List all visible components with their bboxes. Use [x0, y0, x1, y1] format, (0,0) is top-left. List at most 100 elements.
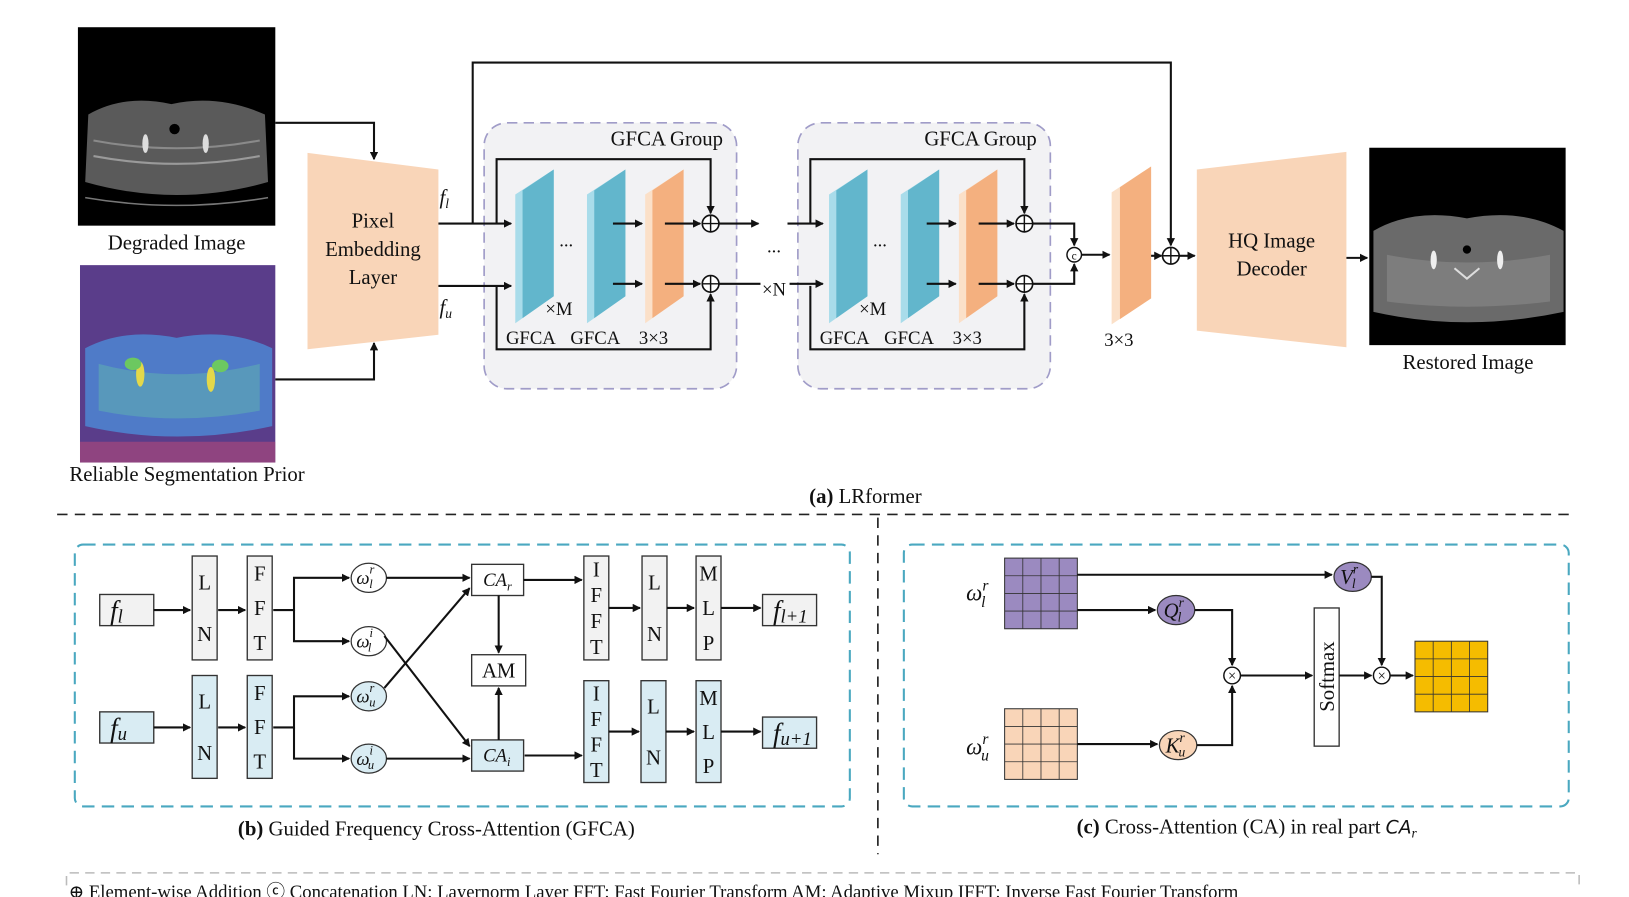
panel-a-caption: (a) LRformer: [809, 485, 922, 508]
svg-text:Kru: Kru: [1165, 730, 1186, 760]
hq-image-decoder: [1196, 151, 1347, 348]
inner-skip-top: [495, 158, 715, 224]
arrow-degraded-to-embedding: [275, 121, 379, 161]
svg-text:L: L: [647, 695, 660, 718]
gfca-label: GFCA: [506, 328, 556, 349]
blocks-ellipsis: ...: [873, 230, 887, 251]
svg-text:F: F: [591, 708, 603, 731]
svg-text:F: F: [254, 682, 266, 705]
svg-text:F: F: [591, 584, 603, 607]
layernorm-upper: LN: [191, 555, 218, 661]
svg-text:fl+1: fl+1: [773, 595, 808, 627]
flow-arrow: [273, 692, 351, 729]
panel-c-caption: (c) Cross-Attention (CA) in real part CA…: [1077, 815, 1418, 840]
adaptive-mixup-box: AM: [470, 654, 527, 687]
gfca-block-slab: [900, 169, 940, 324]
fft-lower: FFT: [246, 674, 273, 780]
multiply-icon: ×: [1223, 666, 1242, 685]
svg-text:L: L: [702, 721, 715, 744]
svg-text:F: F: [254, 716, 266, 739]
svg-text:T: T: [253, 632, 266, 655]
f-u-next-output: fu+1: [761, 716, 818, 750]
f-l-label: fl: [439, 186, 449, 211]
flow-arrow: [1371, 575, 1386, 667]
panel-a: Degraded Image Reliable Segmentation Pri…: [69, 27, 1566, 508]
fft-upper: FFT: [246, 555, 273, 661]
panel-c-border: [902, 543, 1570, 808]
f-l-next-output: fl+1: [761, 593, 818, 628]
gfca-label: GFCA: [820, 328, 870, 349]
final-conv-label: 3×3: [1104, 330, 1133, 351]
svg-text:N: N: [197, 742, 212, 765]
times-m-label: ×M: [859, 299, 887, 320]
svg-text:M: M: [699, 687, 717, 710]
svg-text:Vrl: Vrl: [1340, 562, 1359, 592]
flow-arrow: [383, 587, 471, 689]
times-n-label: ×N: [762, 279, 787, 300]
multiply-icon: ×: [1372, 666, 1391, 685]
prior-image-label: Reliable Segmentation Prior: [69, 463, 304, 486]
final-conv-slab: [1111, 166, 1152, 325]
restored-image: [1369, 147, 1566, 346]
gfca-group-title: GFCA Group: [924, 128, 1036, 151]
svg-text:N: N: [197, 623, 212, 646]
svg-text:N: N: [646, 746, 661, 769]
concat-symbol: c: [1072, 250, 1077, 262]
svg-text:×: ×: [1378, 669, 1386, 685]
svg-text:T: T: [590, 636, 603, 659]
gfca-block-slab: [829, 169, 868, 324]
svg-text:CAi: CAi: [483, 746, 511, 769]
svg-text:L: L: [702, 597, 715, 620]
mlp-upper: MLP: [695, 555, 722, 661]
degraded-image-label: Degraded Image: [108, 232, 246, 255]
svg-text:fl: fl: [110, 595, 123, 627]
embedding-label-1: Pixel: [352, 210, 395, 233]
omega-l-real-matrix: [1004, 557, 1078, 630]
svg-text:ωil: ωil: [356, 626, 373, 655]
gfca-label: GFCA: [570, 328, 620, 349]
conv-slab: [958, 169, 998, 324]
flow-arrow: [292, 610, 351, 646]
svg-text:ωru: ωru: [356, 681, 375, 710]
segmentation-prior-image: [79, 265, 276, 463]
svg-text:F: F: [591, 734, 603, 757]
addition-icon: [701, 274, 720, 293]
layernorm-lower-2: LN: [640, 680, 667, 784]
addition-icon: [1161, 246, 1180, 265]
gfca-block-slab: [586, 169, 626, 324]
svg-text:ωiu: ωiu: [356, 743, 374, 772]
svg-text:AM: AM: [482, 660, 515, 683]
layernorm-upper-2: LN: [641, 555, 668, 661]
addition-icon: [1015, 214, 1034, 233]
restored-image-label: Restored Image: [1403, 351, 1534, 374]
inner-skip-bottom: [495, 285, 715, 351]
svg-text:fu+1: fu+1: [773, 718, 812, 750]
gfca-label: GFCA: [884, 328, 934, 349]
panel-b-caption: (b) Guided Frequency Cross-Attention (GF…: [238, 817, 635, 840]
svg-text:ωrl: ωrl: [356, 563, 374, 592]
svg-text:I: I: [593, 683, 600, 706]
blocks-ellipsis: ...: [559, 230, 573, 251]
addition-icon: [1015, 274, 1034, 293]
conv-label: 3×3: [953, 328, 982, 349]
conv-label: 3×3: [639, 328, 668, 349]
groups-ellipsis: ...: [767, 237, 781, 258]
svg-text:L: L: [198, 690, 211, 713]
gfca-block-slab: [515, 169, 554, 324]
svg-text:P: P: [703, 632, 715, 655]
f-u-input: fu: [99, 711, 155, 745]
panel-b-border: [73, 543, 851, 808]
layernorm-lower: LN: [191, 674, 218, 780]
pixel-embedding-layer: [307, 152, 439, 350]
